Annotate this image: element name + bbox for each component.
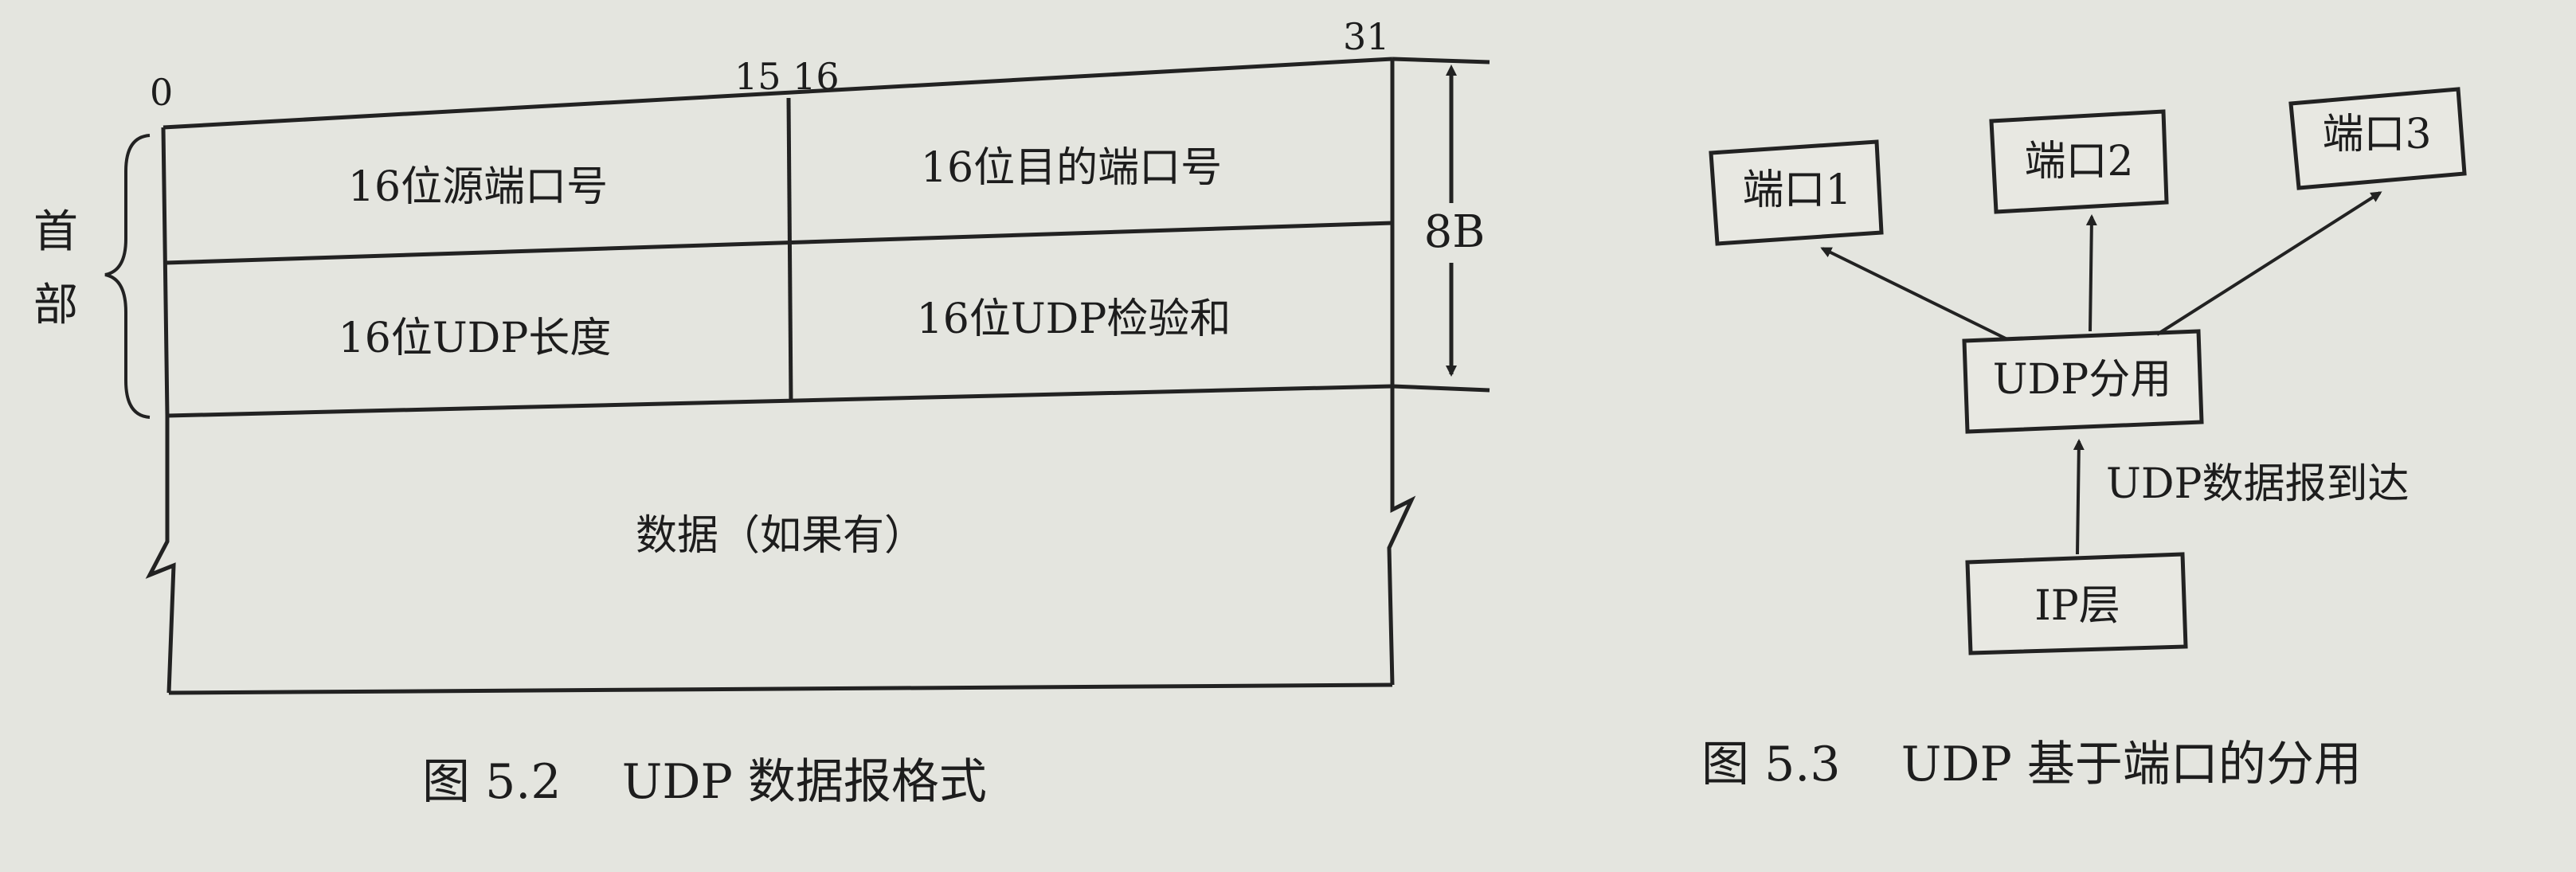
udp-header-grid	[161, 57, 1490, 418]
field-source-port: 16位源端口号	[348, 163, 608, 211]
ip-layer-box: IP层	[1965, 552, 2188, 655]
udp-data-section	[145, 386, 1416, 695]
port-3-label: 端口3	[2322, 111, 2431, 158]
port-1-label: 端口1	[1742, 166, 1851, 214]
port-2-label: 端口2	[2024, 138, 2133, 186]
port-box-3: 端口3	[2288, 87, 2467, 190]
header-brace	[104, 134, 151, 419]
bit-marker-0: 0	[150, 71, 173, 114]
port-box-2: 端口2	[1989, 109, 2169, 214]
udp-port-demux-figure: 端口1 端口2 端口3 UDP分用 IP层 UDP数据报到达 图 5.3 UDP…	[1701, 87, 2467, 792]
ip-layer-label: IP层	[2034, 582, 2120, 630]
header-size-label: 8B	[1424, 206, 1486, 258]
arrow-udp-to-port-1	[1820, 247, 2008, 341]
udp-demux-label: UDP分用	[1993, 356, 2172, 404]
header-label-char-1: 首	[33, 206, 78, 258]
data-field-label: 数据（如果有）	[636, 512, 926, 560]
figure-5-3-caption: 图 5.3 UDP 基于端口的分用	[1701, 737, 2362, 792]
arrow-ip-to-udp	[2073, 439, 2085, 555]
bit-marker-31: 31	[1343, 15, 1390, 58]
udp-datagram-format-figure: 0 15 16 31 16位源端口号 16位目的端口号 16位UDP长度 16位…	[33, 15, 1490, 810]
udp-demux-box: UDP分用	[1962, 329, 2204, 434]
figure-5-2-caption: 图 5.2 UDP 数据报格式	[422, 754, 987, 810]
header-label-char-2: 部	[33, 280, 78, 331]
udp-datagram-arrival-label: UDP数据报到达	[2106, 460, 2410, 508]
size-label-bg	[1422, 203, 1487, 263]
arrow-udp-to-port-3	[2155, 191, 2382, 336]
port-box-1: 端口1	[1709, 139, 1884, 246]
field-udp-checksum: 16位UDP检验和	[917, 295, 1231, 343]
field-udp-length: 16位UDP长度	[339, 315, 612, 362]
arrow-udp-to-port-2	[2085, 214, 2097, 332]
field-destination-port: 16位目的端口号	[921, 144, 1222, 192]
